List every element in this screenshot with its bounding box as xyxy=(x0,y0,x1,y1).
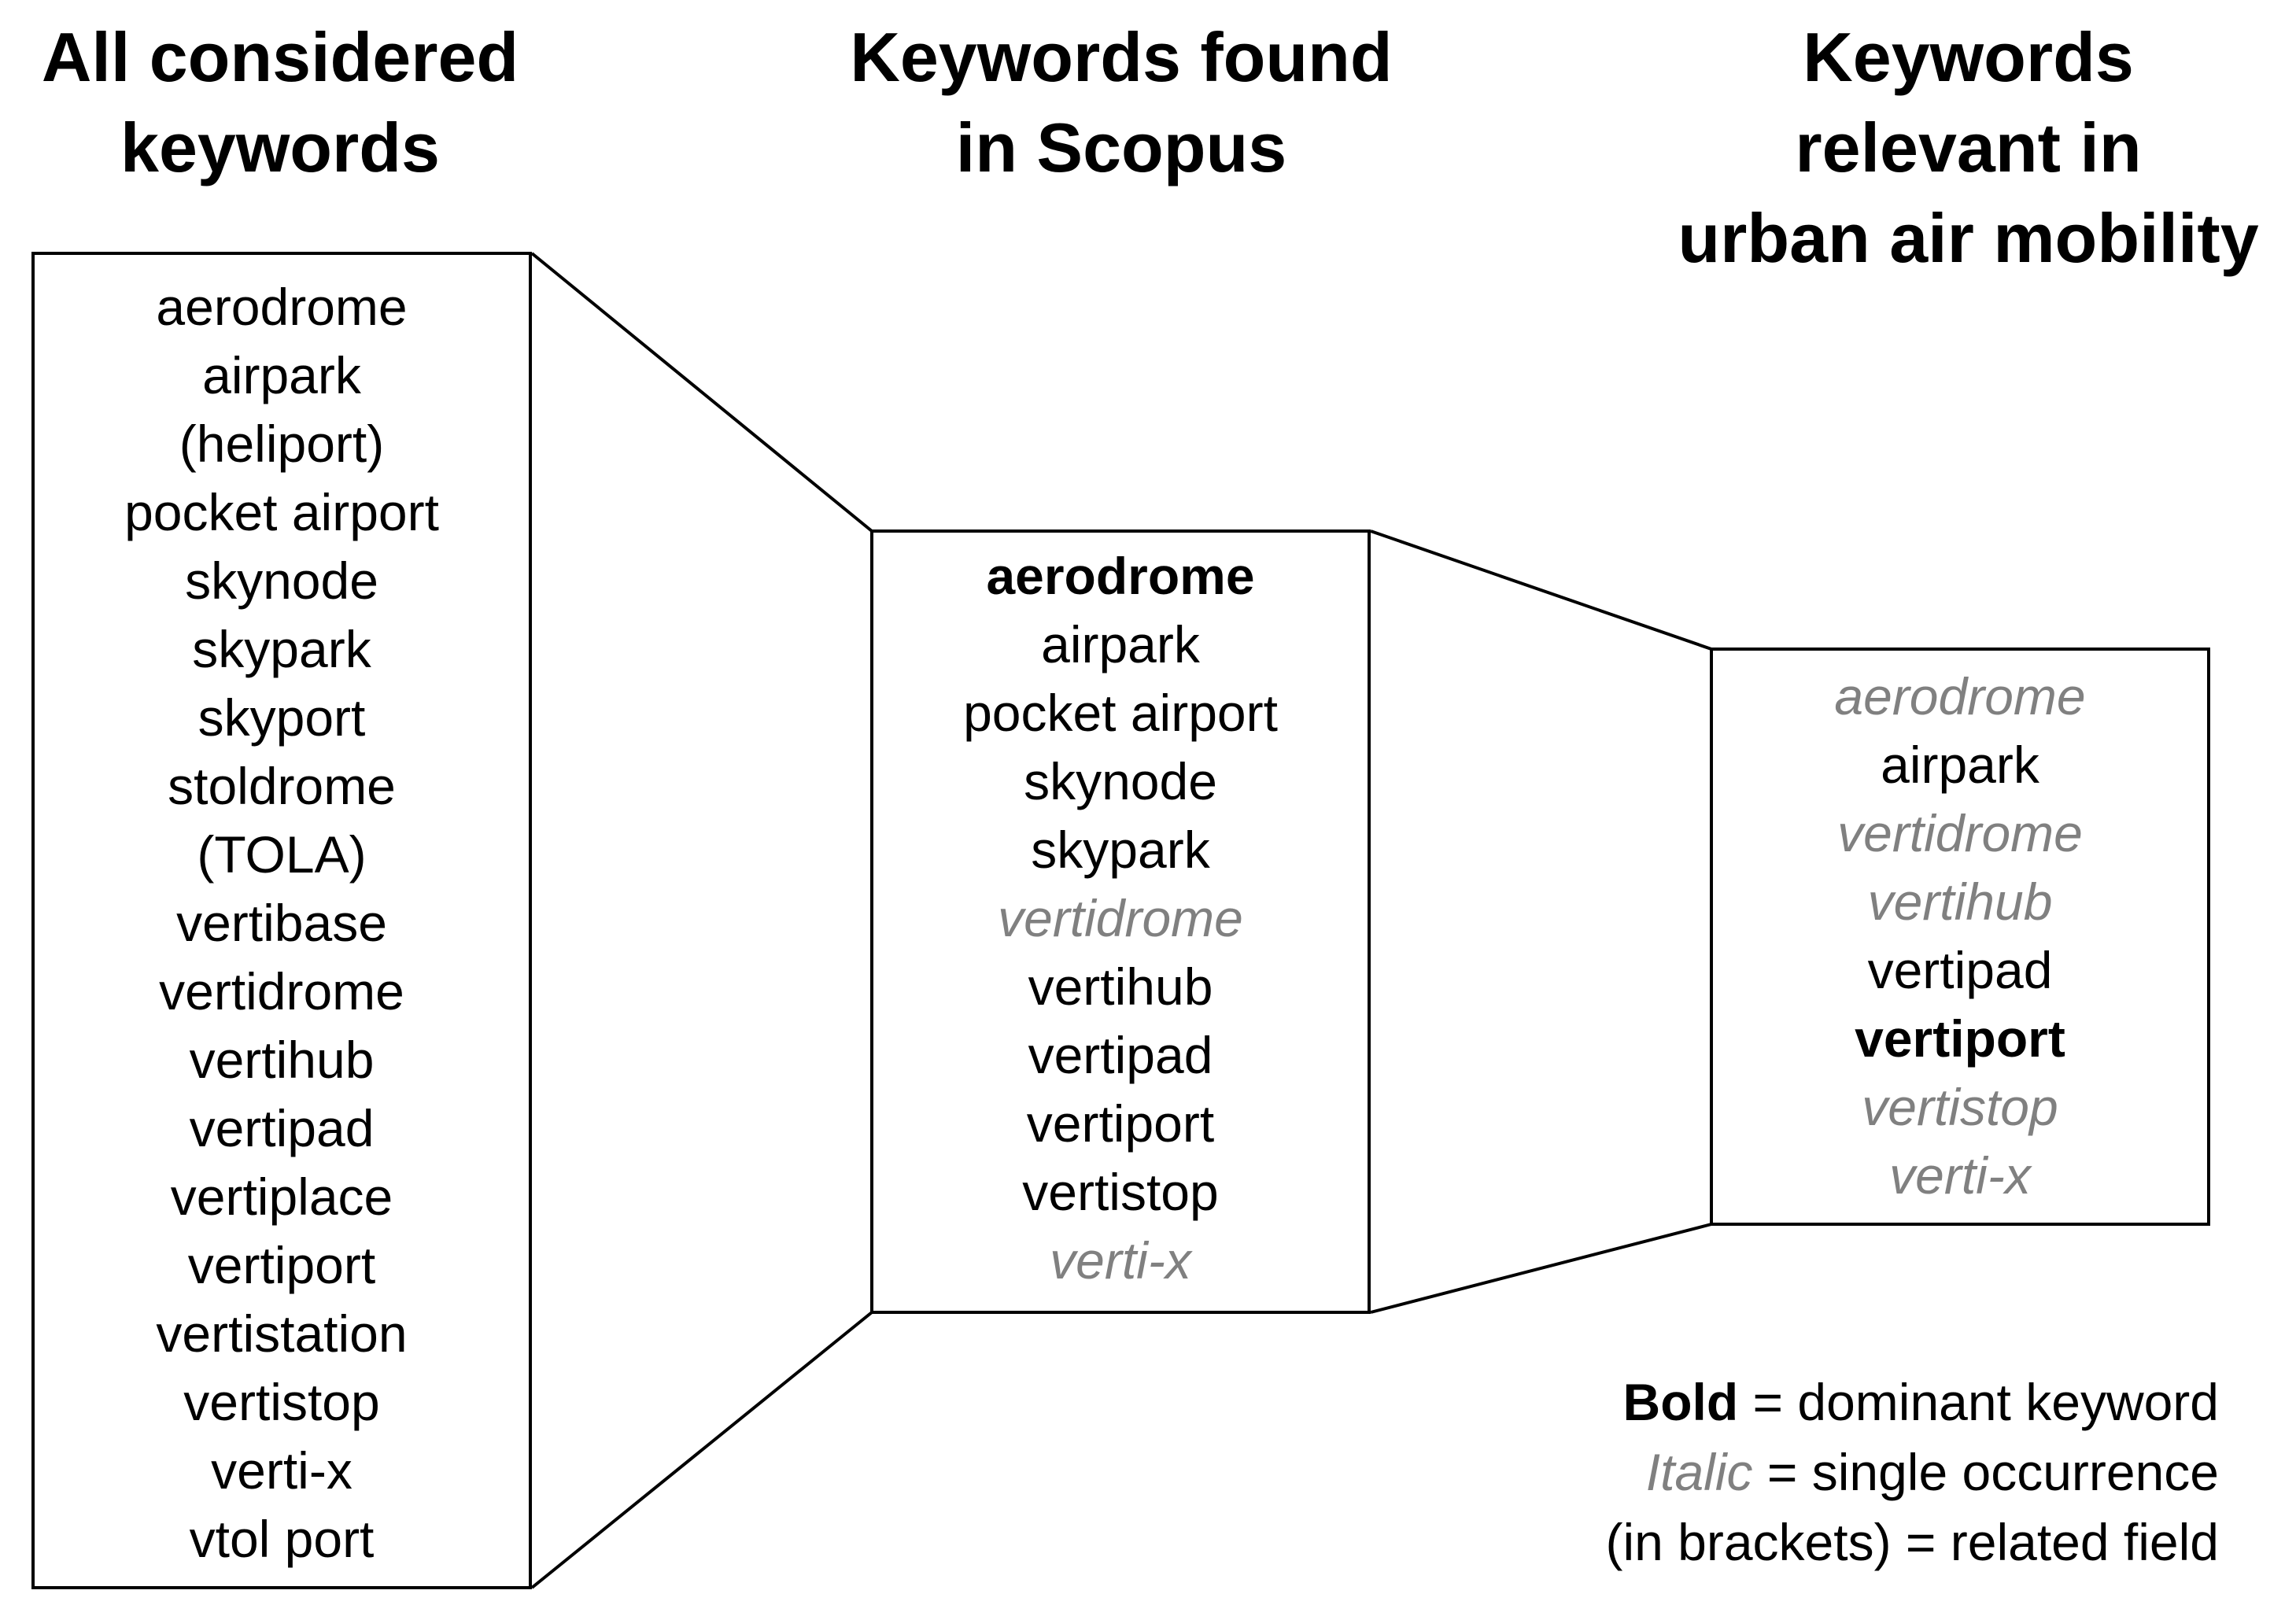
keyword-item: vertipad xyxy=(189,1099,375,1157)
keyword-item: skynode xyxy=(185,552,378,610)
heading-line: keywords xyxy=(120,109,440,186)
keyword-item: vtol port xyxy=(189,1510,375,1568)
keyword-item: (heliport) xyxy=(179,415,385,473)
heading-line: urban air mobility xyxy=(1678,199,2259,277)
keyword-item: verti-x xyxy=(1050,1231,1191,1290)
keyword-item: vertihub xyxy=(1028,957,1213,1016)
legend-italic-term: Italic xyxy=(1645,1443,1753,1501)
box-all-considered-keywords: aerodrome airpark (heliport) pocket airport… xyxy=(31,252,532,1589)
heading-line: Keywords found xyxy=(850,18,1393,96)
keyword-item: vertistop xyxy=(1862,1078,2058,1136)
keyword-item: vertidrome xyxy=(1837,804,2083,862)
keyword-item: (TOLA) xyxy=(197,825,367,884)
legend-italic-desc: = single occurrence xyxy=(1752,1443,2219,1501)
connector-left-top xyxy=(530,252,873,533)
keyword-list: aerodrome airpark (heliport) pocket airport… xyxy=(35,273,529,1574)
keyword-item: vertiplace xyxy=(170,1168,393,1226)
keyword-item: skyport xyxy=(197,688,366,747)
connector-right-bottom xyxy=(1370,1223,1712,1314)
heading-line: All considered xyxy=(41,18,519,96)
heading-keywords-relevant-uam: Keywords relevant in urban air mobility xyxy=(1641,12,2296,283)
keyword-item: vertiport xyxy=(1026,1094,1215,1153)
keyword-item: vertiport xyxy=(1855,1009,2065,1068)
keyword-item: pocket airport xyxy=(124,483,439,541)
keyword-item: vertibase xyxy=(176,894,387,952)
keyword-item: vertistop xyxy=(1022,1163,1219,1221)
keyword-item: vertiport xyxy=(187,1236,376,1294)
keyword-item: vertidrome xyxy=(998,889,1243,947)
keyword-item: vertistop xyxy=(183,1373,380,1431)
connector-right-top xyxy=(1370,529,1712,651)
keyword-list: aerodrome airpark pocket airport skynode sky… xyxy=(873,542,1368,1295)
legend-bold-term: Bold xyxy=(1622,1373,1739,1431)
keyword-item: vertipad xyxy=(1867,941,2053,999)
heading-keywords-found-in-scopus: Keywords found in Scopus xyxy=(787,12,1456,193)
connector-left-bottom xyxy=(530,1311,873,1589)
keyword-item: skypark xyxy=(192,620,371,678)
legend-bracket-line: (in brackets) = related field xyxy=(1605,1513,2219,1571)
keyword-item: verti-x xyxy=(211,1441,353,1500)
legend-italic-line: Italic = single occurrence xyxy=(1605,1437,2219,1507)
heading-all-considered-keywords: All considered keywords xyxy=(0,12,560,193)
heading-line: relevant in xyxy=(1795,109,2142,186)
keyword-item: airpark xyxy=(202,346,361,404)
keyword-item: vertihub xyxy=(189,1031,375,1089)
keyword-item: pocket airport xyxy=(963,684,1278,742)
legend-bold-desc: = dominant keyword xyxy=(1738,1373,2220,1431)
heading-line: Keywords xyxy=(1803,18,2134,96)
keyword-list: aerodrome airpark vertidrome vertihub vertip… xyxy=(1713,662,2207,1210)
keyword-item: vertistation xyxy=(156,1304,408,1363)
keyword-item: aerodrome xyxy=(1834,667,2086,725)
keyword-item: aerodrome xyxy=(156,278,408,336)
heading-line: in Scopus xyxy=(955,109,1287,186)
keyword-item: vertidrome xyxy=(159,962,404,1020)
legend-bold-line: Bold = dominant keyword xyxy=(1605,1367,2219,1437)
legend: Bold = dominant keyword Italic = single … xyxy=(1605,1367,2219,1577)
keyword-item: skypark xyxy=(1031,821,1210,879)
box-keywords-found-in-scopus: aerodrome airpark pocket airport skynode sky… xyxy=(870,529,1371,1314)
keyword-item: aerodrome xyxy=(986,547,1255,605)
keyword-item: vertihub xyxy=(1867,873,2053,931)
keyword-item: airpark xyxy=(1881,736,2039,794)
box-keywords-relevant-uam: aerodrome airpark vertidrome vertihub vertip… xyxy=(1710,648,2210,1226)
keyword-item: airpark xyxy=(1041,615,1200,673)
keyword-item: stoldrome xyxy=(168,757,396,815)
keyword-item: verti-x xyxy=(1889,1146,2031,1205)
keyword-item: skynode xyxy=(1024,752,1217,810)
keyword-item: vertipad xyxy=(1028,1026,1213,1084)
